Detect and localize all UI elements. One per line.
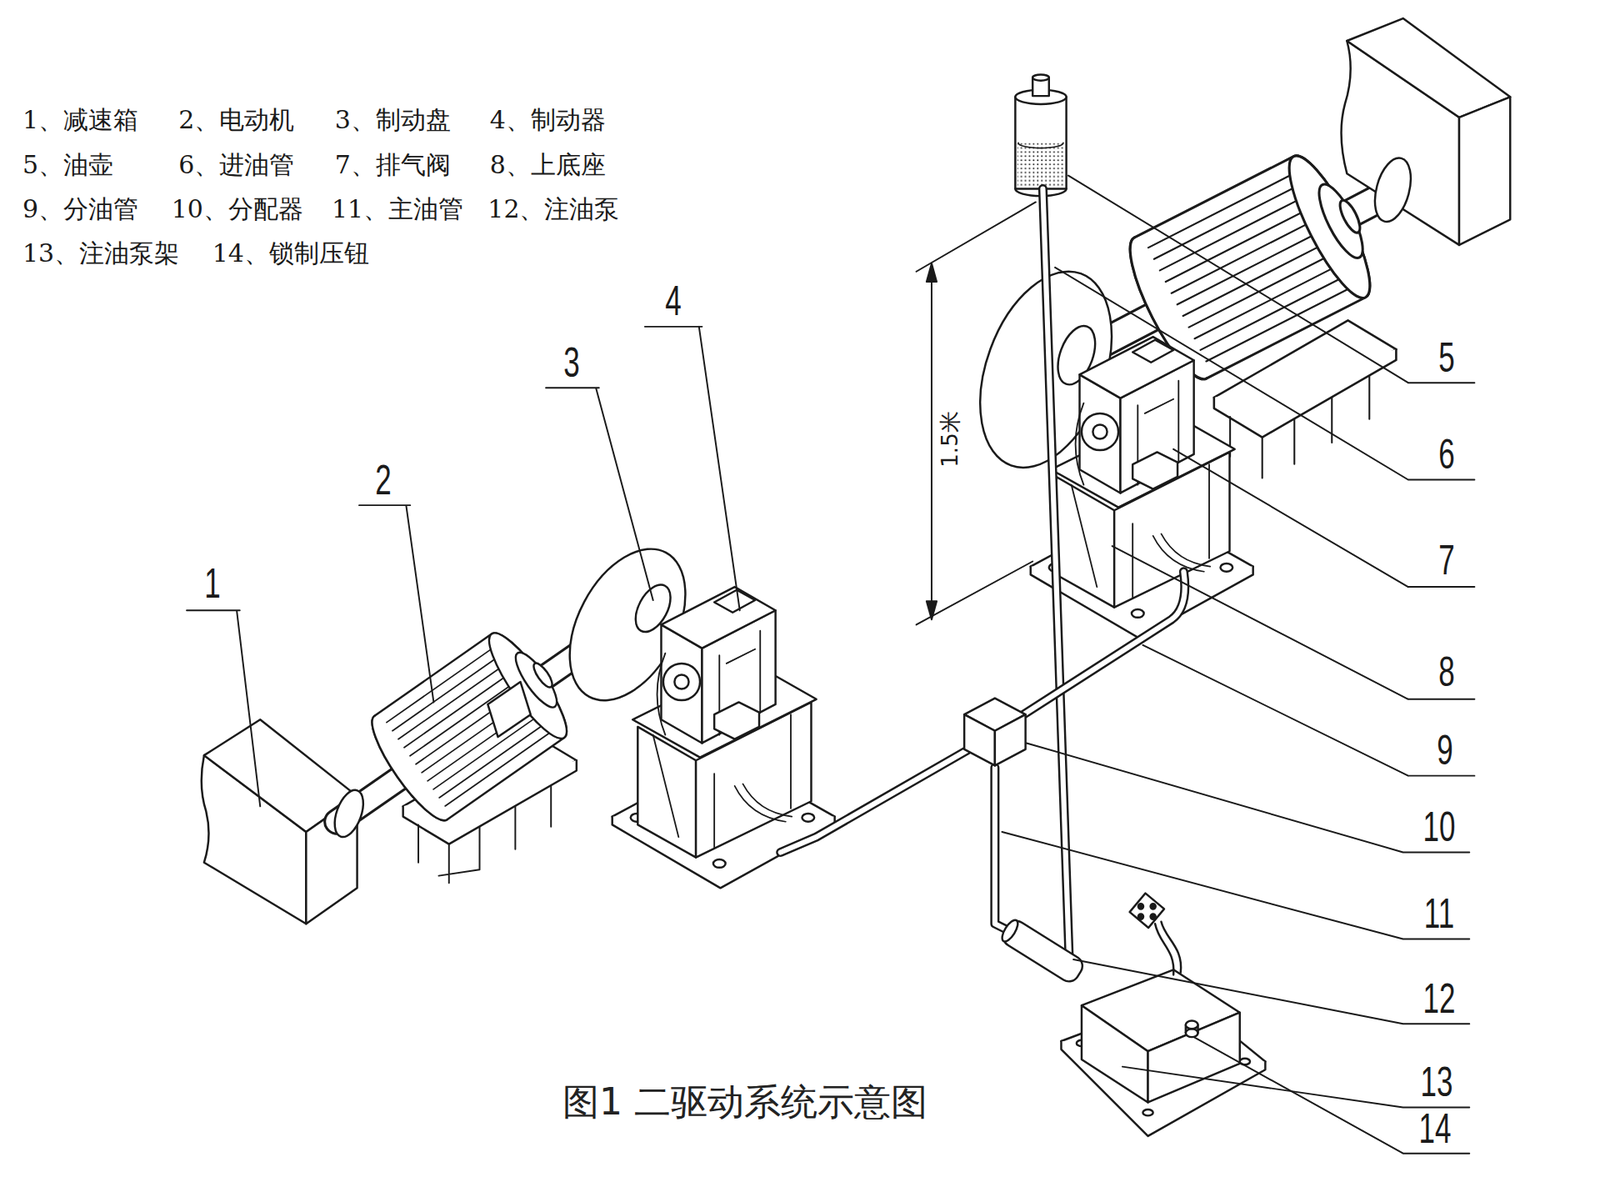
pump-stand <box>1142 1109 1153 1115</box>
leader-line <box>545 387 654 600</box>
gearbox <box>1341 18 1511 245</box>
oil-pipe <box>995 767 1015 935</box>
dimension-line <box>916 201 1036 625</box>
dimension-line <box>916 560 1034 625</box>
leader-line <box>1055 267 1475 480</box>
motor-terminal-box <box>487 681 530 737</box>
motor-terminal-box <box>487 681 530 737</box>
parts-list-item: 3、制动盘 <box>335 107 451 133</box>
gearbox <box>1459 96 1510 245</box>
callout-number: 6 <box>1439 433 1455 475</box>
power-cable <box>1150 914 1156 920</box>
power-cable <box>1138 914 1144 920</box>
parts-list-item: 5、油壶 <box>22 152 114 178</box>
parts-list-item: 7、排气阀 <box>335 152 451 178</box>
pump-stand <box>1081 1005 1149 1102</box>
leader-line <box>186 175 1475 1154</box>
oil-pot <box>1015 96 1066 189</box>
lock-button <box>1185 1020 1199 1030</box>
callout-number: 3 <box>563 341 580 384</box>
leader-line <box>1112 545 1475 700</box>
leader-line <box>186 610 260 806</box>
callout-number: 7 <box>1439 539 1455 581</box>
gearbox <box>1346 18 1510 118</box>
distributor <box>964 698 1025 766</box>
power-cable <box>1160 921 1181 973</box>
oil-pump <box>999 917 1021 944</box>
callout-number: 4 <box>665 280 681 322</box>
distributor <box>995 714 1026 765</box>
gearbox <box>1368 154 1417 226</box>
motor-base <box>1230 375 1370 478</box>
shaft <box>329 785 370 840</box>
oil-pipe <box>995 767 1015 935</box>
oil-pot <box>1017 142 1065 188</box>
callout-number: 9 <box>1436 729 1453 771</box>
parts-list-item: 2、电动机 <box>178 107 295 133</box>
callout-number: 8 <box>1439 650 1455 693</box>
callout-number: 1 <box>204 562 220 605</box>
parts-list-item: 8、上底座 <box>490 152 606 178</box>
leader-line <box>1194 1036 1470 1154</box>
power-cable <box>1150 903 1156 909</box>
dimension-line <box>926 263 937 282</box>
drive-illustration <box>1030 336 1254 638</box>
callout-number: 12 <box>1422 977 1455 1020</box>
callout-number: 14 <box>1418 1107 1451 1150</box>
oil-pot <box>1018 142 1064 148</box>
dimension-line <box>916 201 1036 271</box>
leader-line <box>359 505 434 702</box>
parts-list-item: 12、注油泵 <box>487 196 620 222</box>
leader-line <box>1142 645 1475 776</box>
dimension-label: 1.5米 <box>939 410 961 467</box>
leader-line <box>1173 449 1475 587</box>
leader-line <box>645 326 740 610</box>
oil-pipe <box>1020 571 1185 717</box>
leader-line <box>1073 959 1470 1024</box>
callout-number: 13 <box>1420 1060 1454 1103</box>
callout-number: 5 <box>1439 336 1455 379</box>
power-cable <box>1130 893 1182 975</box>
oil-pump <box>998 916 1086 985</box>
parts-list-item: 4、制动器 <box>490 107 606 133</box>
parts-list-item: 6、进油管 <box>178 152 295 178</box>
callout-number: 10 <box>1422 805 1455 848</box>
drive-illustration <box>360 620 584 829</box>
oil-pot <box>1032 74 1050 80</box>
lock-button <box>1185 1028 1199 1037</box>
figure-caption: 图1 二驱动系统示意图 <box>562 1083 928 1120</box>
leader-line <box>1122 1066 1470 1108</box>
pump-stand <box>1148 1012 1240 1103</box>
callout-number: 11 <box>1423 892 1454 935</box>
oil-pipe <box>780 750 968 852</box>
leader-line <box>1001 831 1470 940</box>
parts-list-item: 14、锁制压钮 <box>212 240 370 266</box>
lock-button <box>1185 1020 1199 1038</box>
oil-pipe <box>1020 571 1185 717</box>
dimension-line <box>930 267 933 616</box>
parts-list-item: 11、主油管 <box>331 196 464 222</box>
parts-list-item: 1、减速箱 <box>22 107 139 133</box>
pump-stand <box>1060 969 1265 1136</box>
leader-line <box>1068 175 1475 384</box>
oil-pipe <box>780 189 1185 965</box>
leader-line <box>1026 742 1470 852</box>
parts-list-item: 10、分配器 <box>171 196 304 222</box>
power-cable <box>1130 893 1165 928</box>
parts-list-item: 9、分油管 <box>22 196 139 222</box>
oil-pot <box>1015 74 1066 196</box>
callout-number: 2 <box>375 459 392 501</box>
oil-pipe <box>780 750 968 852</box>
power-cable <box>1138 903 1144 909</box>
distributor <box>964 714 995 765</box>
oil-pump <box>999 916 1086 985</box>
parts-list-item: 13、注油泵架 <box>22 240 180 266</box>
